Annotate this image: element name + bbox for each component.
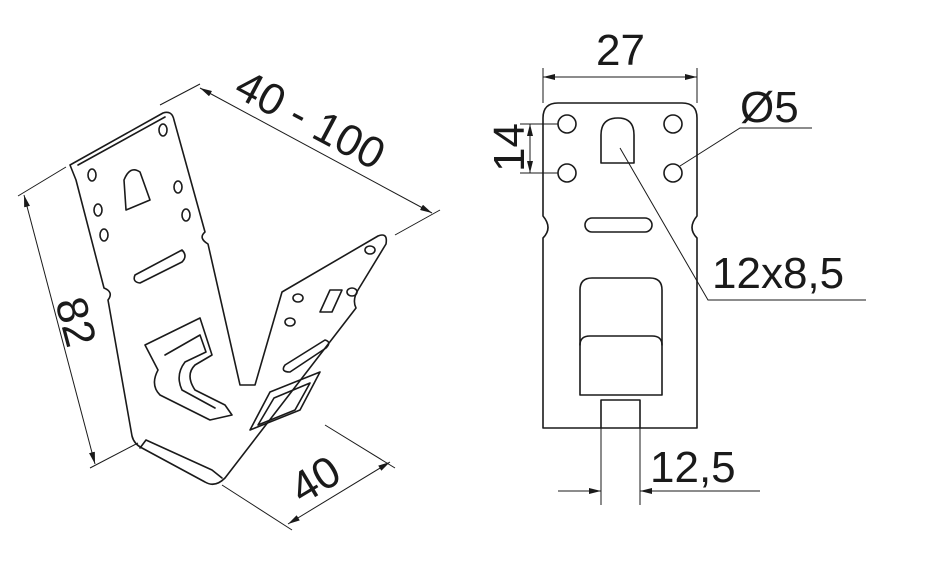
hole-bottom-left xyxy=(557,163,577,183)
back-plate-outline xyxy=(69,111,388,486)
isometric-bracket-view xyxy=(69,111,388,486)
bend-edge xyxy=(139,439,223,479)
dim-width: 40 xyxy=(221,424,396,531)
hole-top-left xyxy=(557,114,577,134)
keyhole-slot xyxy=(600,117,635,164)
dim-length-range: 40 - 100 xyxy=(159,61,441,236)
dim-tab-width: 12,5 xyxy=(558,428,760,505)
tab xyxy=(600,399,641,429)
window-fold-line xyxy=(579,335,663,346)
dim-hole-diameter: Ø5 xyxy=(679,83,812,167)
bottom-window xyxy=(579,277,663,396)
dim-slot-size: 12x8,5 xyxy=(619,147,866,301)
hole-top-right xyxy=(663,114,683,134)
horizontal-slot xyxy=(584,217,653,233)
dim-label-height: 82 xyxy=(45,292,105,352)
front-bracket-view xyxy=(542,102,698,429)
dim-label-slot-size: 12x8,5 xyxy=(712,249,844,298)
front-plate-outline xyxy=(542,102,698,429)
dim-label-tab-width: 12,5 xyxy=(650,443,736,492)
dim-height: 82 xyxy=(17,166,139,469)
dim-label-length-range: 40 - 100 xyxy=(227,61,393,180)
iso-holes xyxy=(87,123,376,431)
dim-label-hole-diameter: Ø5 xyxy=(740,83,799,132)
dim-hole-spacing: 14 xyxy=(485,123,558,174)
dim-label-width: 40 xyxy=(282,446,349,513)
hole-bottom-right xyxy=(663,163,683,183)
plate-thickness-edge xyxy=(77,116,166,166)
dim-label-front-width: 27 xyxy=(596,26,645,75)
dim-front-width: 27 xyxy=(542,26,698,103)
dim-label-hole-spacing: 14 xyxy=(485,123,534,172)
